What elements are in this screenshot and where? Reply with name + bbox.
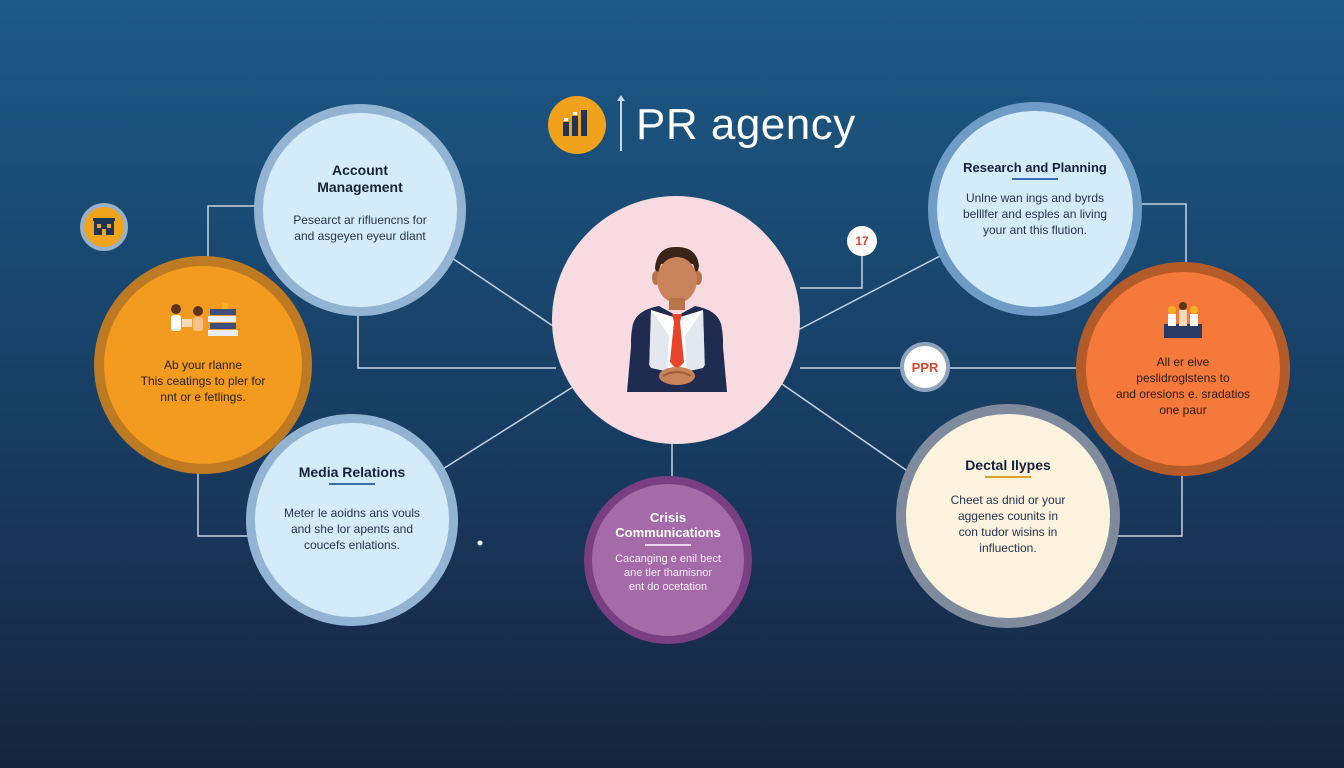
dectal-title: Dectal Ilypes	[965, 456, 1051, 473]
media-relations-body: Meter le aoidns ans vouls and she lor ap…	[283, 505, 421, 552]
node-right-orange: All er eive peslidroglstens to and oresi…	[1076, 262, 1290, 476]
building-icon	[93, 218, 115, 235]
media-relations-underline	[329, 482, 375, 485]
dectal-body: Cheet as dnid or your aggenes counits in…	[950, 492, 1066, 555]
crisis-underline	[645, 544, 691, 546]
left-orange-body: Ab your rlanne This ceatings to pler for…	[140, 358, 266, 404]
badge-building	[80, 203, 128, 251]
crisis-body: Cacanging e enil bect ane tler thamisnor…	[615, 553, 721, 593]
media-relations-title: Media Relations	[298, 463, 406, 480]
account-management-body: Pesearct ar rifluencns for and asgeyen e…	[293, 213, 427, 243]
account-management-title: Account Management	[317, 162, 403, 195]
node-crisis-communications: Crisis Communications Cacanging e enil b…	[584, 476, 752, 644]
number-badge-label: 17	[855, 234, 869, 248]
number-badge: 17	[847, 226, 877, 256]
node-dectal-types: Dectal Ilypes Cheet as dnid or your agge…	[896, 404, 1120, 628]
research-planning-body: Unlne wan ings and byrds belllfer and es…	[962, 190, 1108, 237]
node-center	[552, 196, 800, 444]
ppr-badge: PPR	[900, 342, 950, 392]
node-account-management: Account Management Pesearct ar rifluencn…	[254, 104, 466, 316]
research-planning-underline	[1012, 177, 1058, 180]
node-research-planning: Research and Planning Unlne wan ings and…	[928, 102, 1142, 316]
bar-chart-icon	[548, 96, 606, 154]
header: PR agency	[548, 95, 856, 154]
team-tools-icon	[1164, 302, 1202, 338]
brand-title: PR agency	[636, 100, 856, 149]
people-with-books-icon	[171, 303, 238, 336]
right-orange-body: All er eive peslidroglstens to and oresi…	[1115, 355, 1251, 417]
crisis-title: Crisis Communications	[615, 510, 721, 540]
businessman-handshake-icon	[627, 246, 727, 392]
node-left-orange: Ab your rlanne This ceatings to pler for…	[94, 256, 312, 474]
logo-divider	[617, 95, 625, 151]
node-media-relations: Media Relations Meter le aoidns ans voul…	[246, 414, 458, 626]
ppr-badge-label: PPR	[911, 359, 939, 375]
dectal-underline	[985, 475, 1031, 478]
research-planning-title: Research and Planning	[963, 159, 1107, 175]
